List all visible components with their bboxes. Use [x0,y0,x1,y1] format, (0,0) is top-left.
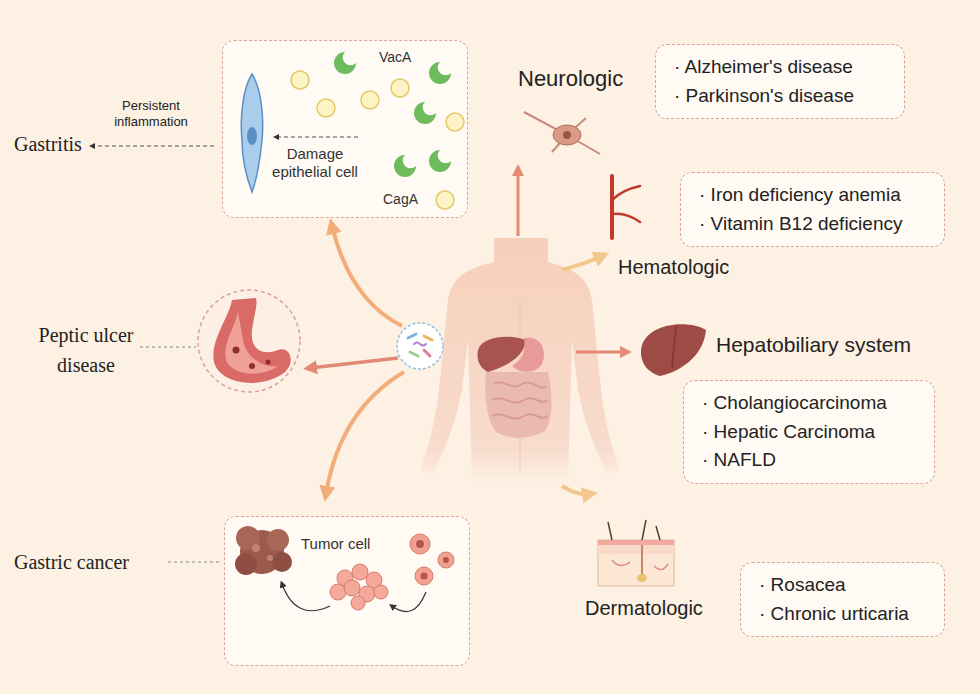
process-arrow [282,584,330,611]
tumor-mass [235,526,292,575]
leader-arrow [92,146,214,147]
box-text: · Iron deficiency anemia [699,181,926,210]
blood-vessel-icon [612,176,640,238]
disease-box: Tumor cell [224,516,470,666]
category-label: Persistent inflammation [96,98,206,129]
neuron-icon [524,112,600,154]
damage-arrow [276,137,358,138]
intestine-folds [492,382,548,418]
single-tumor-cells [410,534,454,585]
ulcer-spot [233,347,240,354]
arrow [310,358,398,368]
box-text: · Vitamin B12 deficiency [699,210,926,239]
epithelial-cell [241,74,262,192]
human-body [420,238,620,484]
leader-line [168,562,222,563]
caga-protein [291,71,464,209]
box-text: Tumor cell [301,535,370,553]
category-label: Hematologic [618,255,729,279]
category-label: Hepatobiliary system [716,332,911,357]
bacteria [408,334,432,356]
stomach-lining [225,312,278,374]
box-ground [222,40,468,218]
box-text: Damage epithelial cell [259,145,371,181]
liver-icon [641,324,706,376]
box-text: · Rosacea [759,571,926,600]
ulcer-spot [266,360,271,365]
box-text: VacA [379,49,411,66]
box-text: · Parkinson's disease [674,82,886,111]
category-label: Neurologic [518,66,623,92]
disease-box: · Rosacea· Chronic urticaria [740,562,945,637]
category-label: Gastritis [14,132,82,156]
box-text: · Cholangiocarcinoma [702,389,916,418]
stomach-organ [512,337,544,371]
box-ground [224,516,470,666]
disease-box: Damage epithelial cell VacA CagA [222,40,468,218]
zoom-circle [198,290,300,392]
intestine [485,372,551,438]
arrow [562,486,590,494]
category-label: Dermatologic [585,596,703,620]
disease-box: · Alzheimer's disease· Parkinson's disea… [655,44,905,119]
bacteria-circle [397,323,443,369]
category-label: Gastric cancer [14,550,129,574]
leader-line [140,347,196,348]
ulcer-spot [249,363,255,369]
arrow [562,256,602,270]
disease-box: · Cholangiocarcinoma· Hepatic Carcinoma·… [683,380,935,484]
arrow [517,170,520,236]
vaca-toxin [334,52,451,177]
cell-cluster [330,564,388,610]
box-text: · Chronic urticaria [759,600,926,629]
disease-box: · Iron deficiency anemia· Vitamin B12 de… [680,172,945,247]
box-text: · NAFLD [702,446,916,475]
process-arrow [392,592,426,612]
category-label: Peptic ulcer disease [26,320,146,380]
liver-lobe-line [672,326,676,368]
skin-icon [598,520,674,586]
box-text: · Hepatic Carcinoma [702,418,916,447]
stomach-ulcer [213,298,290,383]
arrow [332,226,402,326]
arrow [576,351,626,354]
box-text: · Alzheimer's disease [674,53,886,82]
box-text: CagA [383,191,418,208]
arrow [326,372,404,494]
